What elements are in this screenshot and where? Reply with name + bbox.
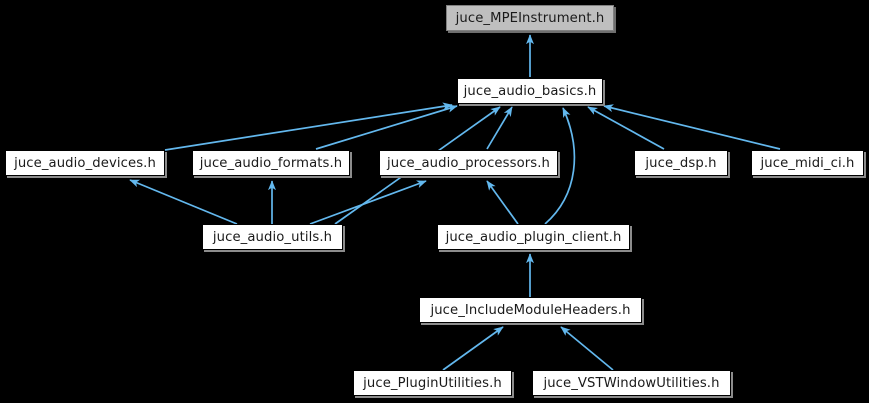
node-label: juce_VSTWindowUtilities.h	[543, 375, 720, 391]
edge-audio_utils-to-audio_devices	[129, 179, 238, 225]
node-juce-includemoduleheaders-h[interactable]: juce_IncludeModuleHeaders.h	[419, 297, 642, 323]
node-label: juce_audio_basics.h	[463, 83, 597, 99]
node-label: juce_audio_formats.h	[199, 155, 343, 171]
edge-vst_window_utilities-to-include_module_headers	[560, 326, 614, 371]
node-label: juce_IncludeModuleHeaders.h	[430, 302, 631, 318]
node-juce-pluginutilities-h[interactable]: juce_PluginUtilities.h	[353, 370, 512, 396]
edge-plugin_utilities-to-include_module_headers	[442, 326, 504, 371]
edge-midi_ci-to-audio_basics	[603, 104, 781, 150]
node-juce-audio-utils-h[interactable]: juce_audio_utils.h	[202, 224, 343, 250]
node-label: juce_PluginUtilities.h	[363, 375, 502, 391]
node-label: juce_audio_devices.h	[14, 155, 156, 171]
node-juce-audio-devices-h[interactable]: juce_audio_devices.h	[5, 150, 165, 176]
edge-audio_devices-to-audio_basics	[164, 102, 453, 151]
node-juce-midi-ci-h[interactable]: juce_midi_ci.h	[751, 150, 864, 176]
node-label: juce_audio_plugin_client.h	[445, 229, 622, 245]
edge-audio_plugin_client-to-audio_basics	[544, 107, 576, 225]
node-label: juce_audio_processors.h	[386, 155, 550, 171]
node-juce-dsp-h[interactable]: juce_dsp.h	[634, 150, 728, 176]
node-juce-audio-plugin-client-h[interactable]: juce_audio_plugin_client.h	[437, 224, 630, 250]
node-juce-audio-basics-h[interactable]: juce_audio_basics.h	[457, 78, 603, 104]
edge-audio_formats-to-audio_basics	[315, 104, 458, 150]
edge-audio_processors-to-audio_basics	[486, 106, 513, 150]
node-juce-mpeinstrument-h[interactable]: juce_MPEInstrument.h	[446, 5, 614, 31]
node-juce-audio-formats-h[interactable]: juce_audio_formats.h	[192, 150, 350, 176]
node-label: juce_audio_utils.h	[212, 229, 333, 245]
edge-audio_utils-to-audio_processors	[309, 180, 427, 225]
edge-audio_plugin_client-to-audio_processors	[486, 180, 519, 225]
node-juce-audio-processors-h[interactable]: juce_audio_processors.h	[379, 150, 558, 176]
node-juce-vstwindowutilities-h[interactable]: juce_VSTWindowUtilities.h	[532, 370, 731, 396]
node-label: juce_dsp.h	[645, 155, 717, 171]
edge-dsp-to-audio_basics	[587, 106, 665, 150]
node-label: juce_midi_ci.h	[760, 155, 855, 171]
node-label: juce_MPEInstrument.h	[455, 10, 605, 26]
